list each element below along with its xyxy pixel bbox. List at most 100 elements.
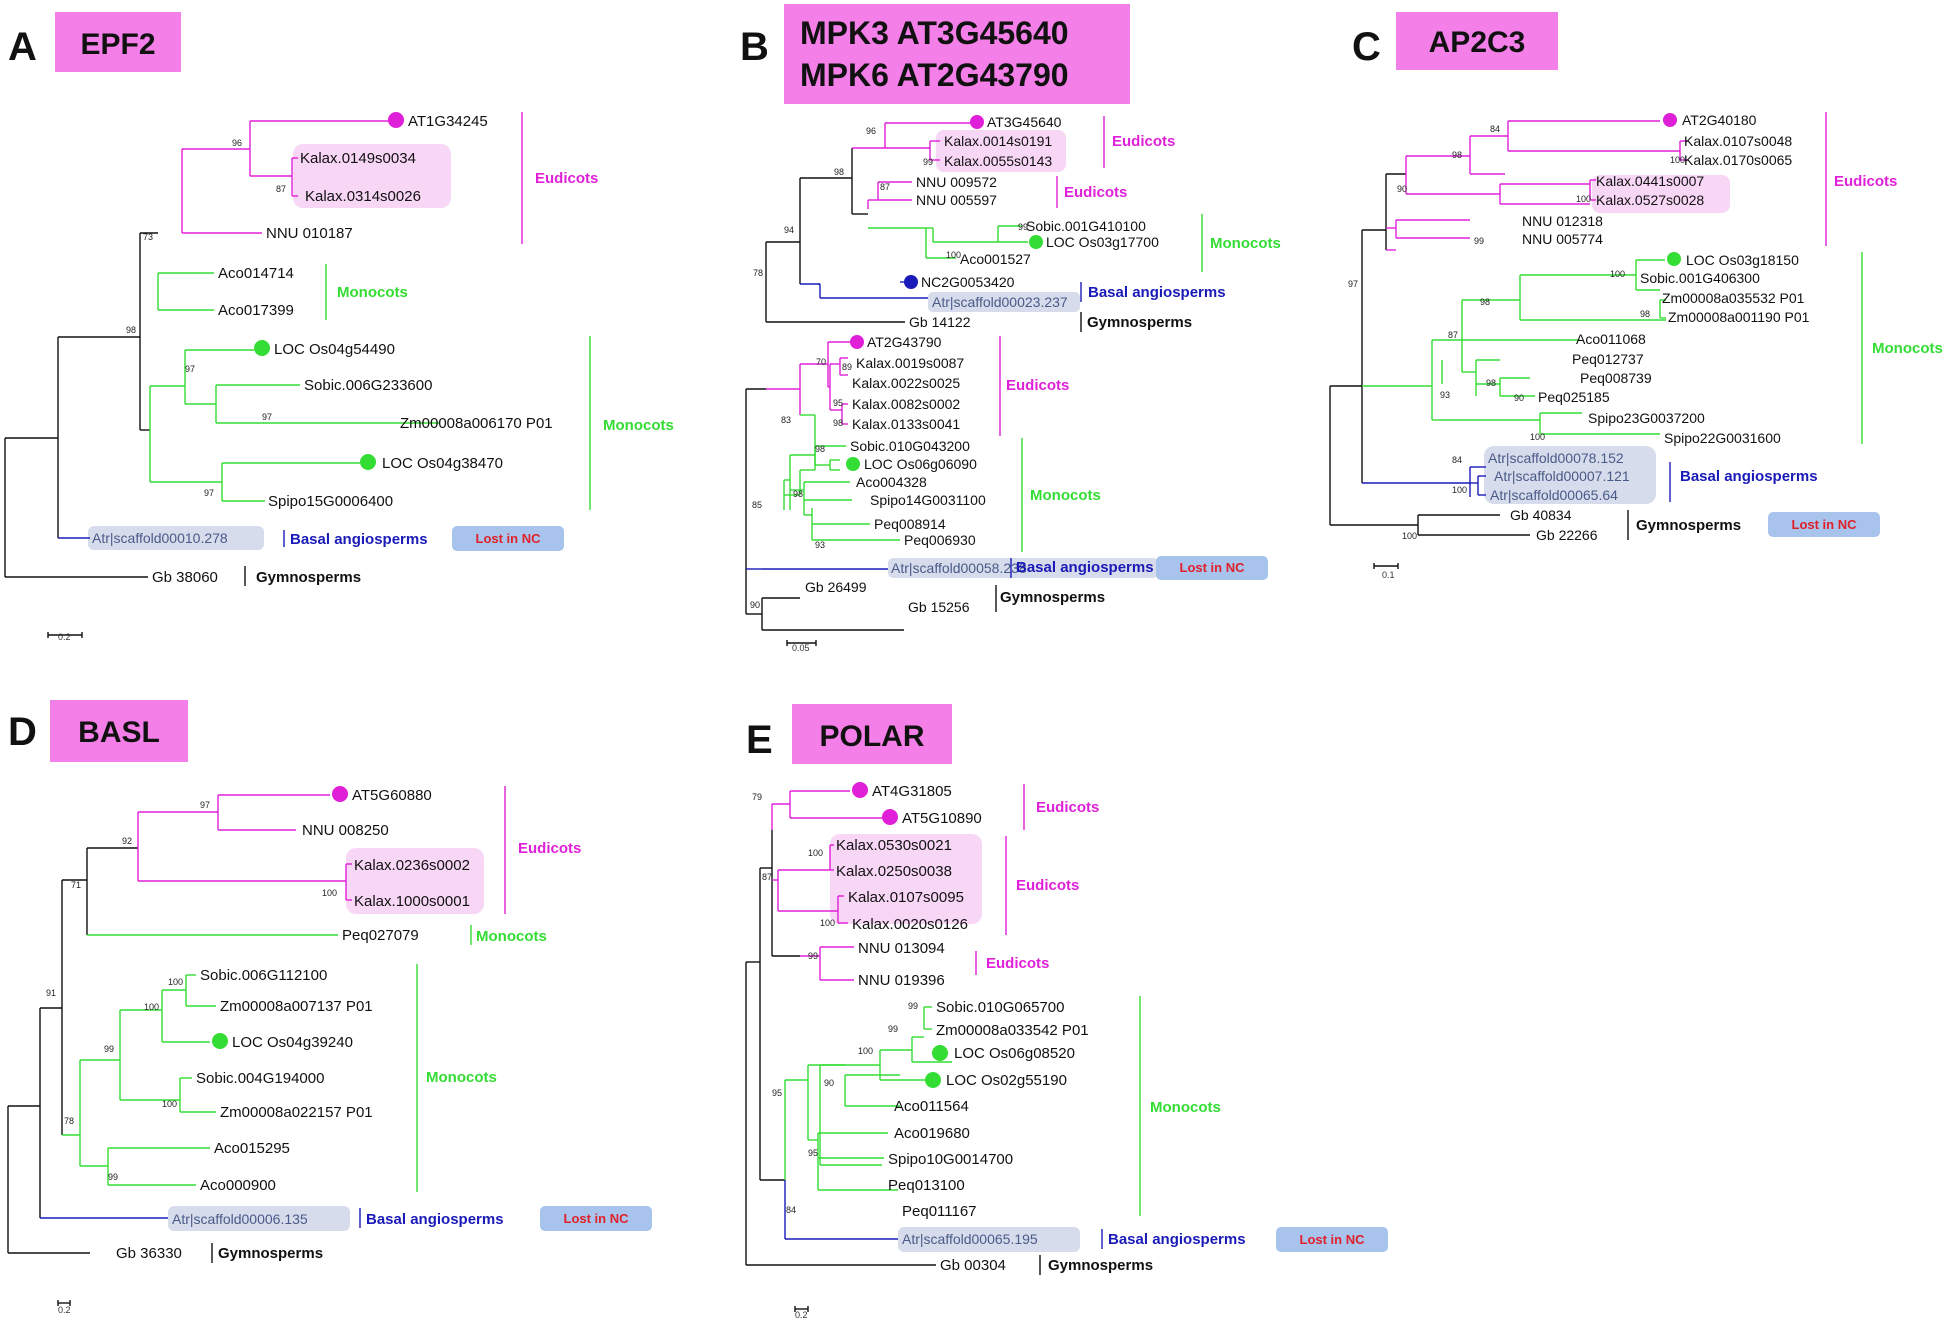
- eudicot-branches: [766, 116, 1105, 436]
- panel-letter: A: [8, 25, 37, 69]
- gene-label: Zm00008a006170 P01: [400, 415, 553, 432]
- bootstrap-value: 99: [108, 1172, 118, 1182]
- bootstrap-value: 99: [808, 951, 818, 961]
- rice-marker-icon: [1029, 235, 1043, 249]
- eudicot-branches: [1386, 112, 1827, 251]
- gene-label: Kalax.0107s0095: [848, 889, 964, 906]
- bootstrap-value: 84: [786, 1205, 796, 1215]
- clade-label: Basal angiosperms: [1108, 1231, 1246, 1248]
- bootstrap-value: 100: [820, 918, 835, 928]
- scale-bar-label: 0.05: [792, 643, 810, 653]
- arabidopsis-marker-icon: [388, 112, 404, 128]
- bootstrap-value: 78: [753, 268, 763, 278]
- arabidopsis-marker-icon: [970, 115, 984, 129]
- bootstrap-value: 100: [1402, 531, 1417, 541]
- gene-label: AT5G10890: [902, 810, 982, 827]
- gene-label: Kalax.0149s0034: [300, 150, 416, 167]
- clade-label: Eudicots: [986, 955, 1049, 972]
- gene-label: Atr|scaffold00065.195: [902, 1231, 1038, 1247]
- clade-label: Eudicots: [1016, 877, 1079, 894]
- rice-marker-icon: [1667, 252, 1681, 266]
- bootstrap-value: 95: [772, 1088, 782, 1098]
- scale-bar-label: 0.2: [795, 1310, 808, 1319]
- bootstrap-value: 98: [1640, 309, 1650, 319]
- rice-marker-icon: [925, 1072, 941, 1088]
- clade-label: Eudicots: [535, 170, 598, 187]
- bootstrap-value: 99: [908, 1001, 918, 1011]
- bootstrap-value: 97: [1348, 279, 1358, 289]
- clade-label: Eudicots: [518, 840, 581, 857]
- gene-label: Atr|scaffold00078.152: [1488, 450, 1624, 466]
- bootstrap-value: 100: [144, 1002, 159, 1012]
- panel-letter: C: [1352, 25, 1381, 69]
- monocot-branches: [783, 214, 1203, 552]
- bootstrap-value: 100: [858, 1046, 873, 1056]
- bootstrap-value: 79: [752, 792, 762, 802]
- bootstrap-value: 99: [1474, 236, 1484, 246]
- gene-label: AT2G43790: [867, 334, 942, 350]
- atr-highlight: [88, 526, 264, 550]
- lost-badge-label: Lost in NC: [564, 1211, 630, 1226]
- bootstrap-value: 93: [1440, 390, 1450, 400]
- gene-label: AT4G31805: [872, 783, 952, 800]
- rice-marker-icon: [846, 457, 860, 471]
- scale-bar-label: 0.2: [58, 632, 71, 642]
- arabidopsis-marker-icon: [1663, 113, 1677, 127]
- clade-label: Gymnosperms: [1048, 1257, 1153, 1274]
- bootstrap-value: 100: [322, 888, 337, 898]
- nc-marker-icon: [904, 275, 918, 289]
- gene-label: LOC Os04g39240: [232, 1034, 353, 1051]
- kalax-highlight: [346, 848, 484, 914]
- gene-label: Gb 40834: [1510, 507, 1572, 523]
- gymno-branches: [745, 830, 1041, 1312]
- monocot-branches: [784, 996, 1141, 1216]
- rice-marker-icon: [360, 454, 376, 470]
- bootstrap-value: 95: [808, 1148, 818, 1158]
- clade-label: Monocots: [1872, 340, 1943, 357]
- kalax-highlight: [293, 144, 451, 208]
- bootstrap-value: 98: [126, 325, 136, 335]
- gene-label: Kalax.0170s0065: [1684, 152, 1792, 168]
- panel-b: B MPK3 AT3G45640 MPK6 AT2G43790: [740, 4, 1281, 653]
- clade-label: Monocots: [426, 1069, 497, 1086]
- gene-label: Peq011167: [902, 1203, 977, 1220]
- gene-label: Zm00008a007137 P01: [220, 998, 373, 1015]
- bootstrap-value: 100: [1576, 194, 1591, 204]
- gene-label: Aco017399: [218, 302, 294, 319]
- gymno-branches: [1329, 173, 1629, 569]
- basal-branches: [784, 1180, 1103, 1249]
- gene-label: Spipo10G0014700: [888, 1151, 1013, 1168]
- gene-label: Sobic.004G194000: [196, 1070, 324, 1087]
- gene-label: Atr|scaffold00006.135: [172, 1211, 308, 1227]
- gene-label: Aco011564: [894, 1098, 969, 1115]
- bootstrap-value: 78: [64, 1116, 74, 1126]
- bootstrap-value: 97: [185, 364, 195, 374]
- lost-badge: [540, 1206, 652, 1231]
- bootstrap-value: 100: [946, 250, 961, 260]
- basal-branches: [40, 1208, 361, 1228]
- bootstrap-value: 94: [784, 225, 794, 235]
- gene-label: Peq008914: [874, 516, 946, 532]
- clade-label: Gymnosperms: [218, 1245, 323, 1262]
- lost-badge: [1768, 512, 1880, 537]
- bootstrap-value: 100: [1530, 432, 1545, 442]
- panel-d: D BASL: [7, 700, 652, 1315]
- gene-title: EPF2: [80, 28, 155, 61]
- gene-label: Aco014714: [218, 265, 294, 282]
- gene-label: AT1G34245: [408, 113, 488, 130]
- gene-label: Zm00008a022157 P01: [220, 1104, 373, 1121]
- rice-marker-icon: [932, 1045, 948, 1061]
- title-box: [1396, 12, 1558, 70]
- clade-label: Monocots: [1210, 235, 1281, 252]
- gene-title: MPK6 AT2G43790: [800, 57, 1069, 93]
- gene-label: Aco001527: [960, 251, 1031, 267]
- bootstrap-value: 87: [1448, 330, 1458, 340]
- panel-a: A EPF2: [4, 12, 674, 642]
- gene-label: Atr|scaffold00065.64: [1490, 487, 1618, 503]
- gymno-branches: [745, 148, 1082, 646]
- clade-label: Gymnosperms: [1636, 517, 1741, 534]
- gene-label: Kalax.0082s0002: [852, 396, 960, 412]
- rice-marker-icon: [254, 340, 270, 356]
- bootstrap-value: 73: [143, 232, 153, 242]
- basal-branches: [762, 281, 1082, 578]
